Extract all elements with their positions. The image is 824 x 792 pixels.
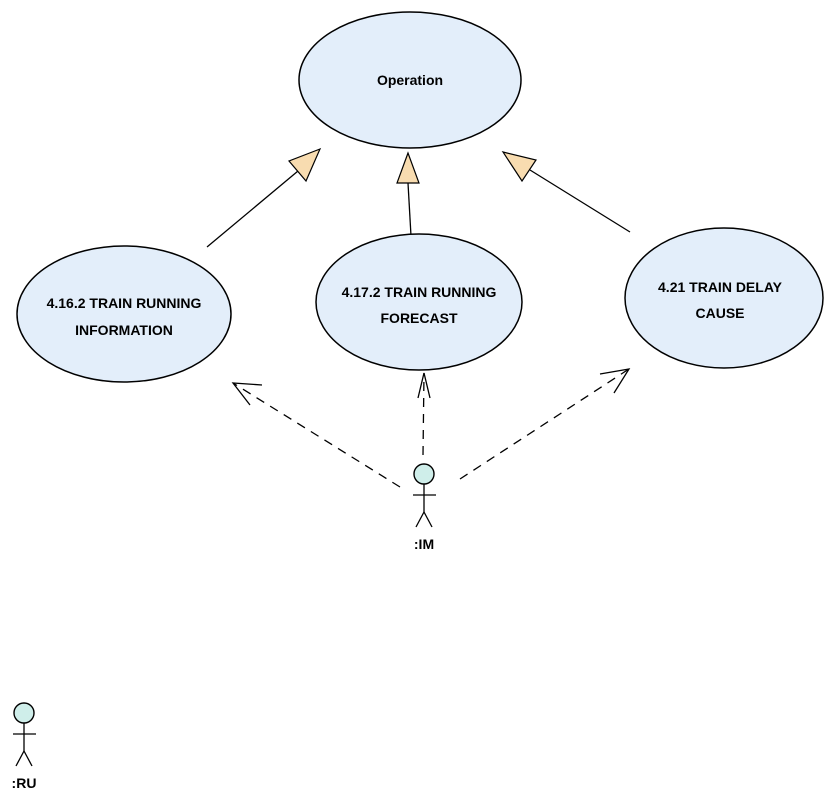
dependency-arrowhead bbox=[417, 372, 431, 399]
stick-figure-icon bbox=[13, 702, 36, 767]
dependency-line bbox=[232, 382, 401, 488]
usecase-ellipse bbox=[315, 233, 523, 371]
usecase-label: CAUSE bbox=[695, 305, 744, 321]
dependency-im-to-train-delay-cause[interactable] bbox=[459, 368, 631, 480]
generalization-line bbox=[529, 169, 631, 233]
usecase-label: 4.21 TRAIN DELAY bbox=[658, 279, 783, 295]
generalization-arrowhead bbox=[396, 151, 420, 184]
dependency-edges bbox=[231, 368, 631, 488]
usecase-ellipse bbox=[298, 11, 522, 149]
usecase-ellipse bbox=[624, 227, 824, 369]
generalization-train-running-information[interactable] bbox=[206, 147, 322, 248]
generalization-edges bbox=[206, 147, 631, 248]
actor-label: :IM bbox=[414, 536, 434, 552]
usecase-train-delay-cause[interactable]: 4.21 TRAIN DELAY CAUSE bbox=[624, 227, 824, 369]
usecase-operation[interactable]: Operation bbox=[298, 11, 522, 149]
dependency-im-to-train-running-forecast[interactable] bbox=[417, 372, 431, 456]
usecase-label: FORECAST bbox=[381, 310, 458, 326]
usecase-train-running-forecast[interactable]: 4.17.2 TRAIN RUNNING FORECAST bbox=[315, 233, 523, 371]
generalization-train-running-forecast[interactable] bbox=[396, 151, 420, 237]
dependency-arrowhead bbox=[231, 382, 263, 406]
stick-figure-icon bbox=[413, 463, 436, 528]
actor-im[interactable]: :IM bbox=[413, 463, 436, 552]
dependency-arrowhead bbox=[599, 368, 631, 394]
actor-label: :RU bbox=[12, 775, 37, 791]
usecase-label: 4.17.2 TRAIN RUNNING bbox=[342, 284, 497, 300]
generalization-train-delay-cause[interactable] bbox=[501, 151, 631, 233]
actor-ru[interactable]: :RU bbox=[12, 702, 37, 791]
generalization-arrowhead bbox=[287, 147, 322, 183]
dependency-line bbox=[459, 368, 630, 480]
usecase-ellipse bbox=[16, 245, 232, 383]
generalization-line bbox=[206, 170, 299, 248]
usecase-label: INFORMATION bbox=[75, 322, 173, 338]
generalization-line bbox=[407, 182, 412, 237]
usecase-label: 4.16.2 TRAIN RUNNING bbox=[47, 295, 202, 311]
dependency-im-to-train-running-information[interactable] bbox=[231, 382, 401, 488]
usecase-train-running-information[interactable]: 4.16.2 TRAIN RUNNING INFORMATION bbox=[16, 245, 232, 383]
dependency-line bbox=[422, 372, 425, 456]
generalization-arrowhead bbox=[501, 151, 537, 183]
usecase-label: Operation bbox=[377, 72, 443, 88]
